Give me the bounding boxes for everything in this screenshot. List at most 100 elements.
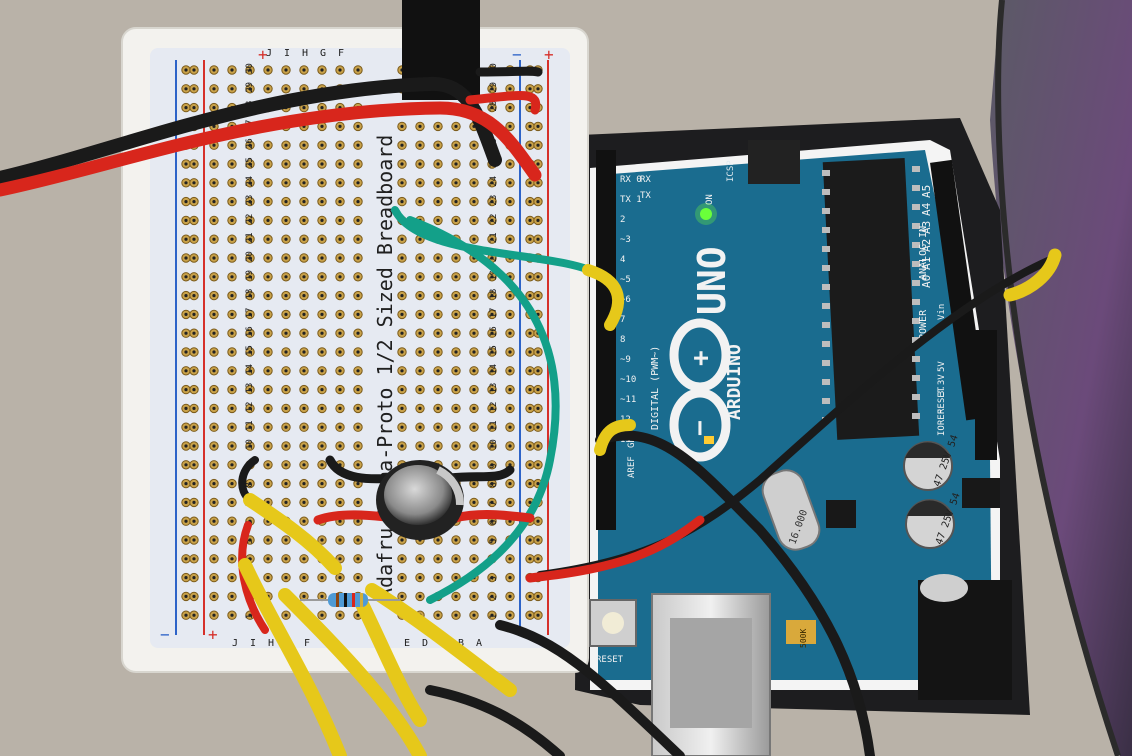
- breadboard-hole-center: [320, 143, 324, 147]
- breadboard-hole-center: [266, 350, 270, 354]
- breadboard-hole-center: [356, 369, 360, 373]
- breadboard-hole-center: [284, 237, 288, 241]
- power-label: POWER: [918, 309, 929, 340]
- column-letter-top: H: [302, 48, 308, 59]
- breadboard-hole-center: [508, 388, 512, 392]
- breadboard-hole-center: [248, 331, 252, 335]
- breadboard-hole-center: [454, 576, 458, 580]
- row-number-left: 12: [245, 402, 255, 413]
- breadboard-hole-center: [184, 538, 188, 542]
- breadboard-hole-center: [338, 312, 342, 316]
- power-cable-red-wire: [0, 101, 542, 197]
- breadboard-hole-center: [536, 463, 540, 467]
- breadboard-hole-center: [472, 425, 476, 429]
- breadboard-hole-center: [472, 294, 476, 298]
- breadboard-hole-center: [212, 200, 216, 204]
- breadboard-hole-center: [184, 162, 188, 166]
- breadboard-hole-center: [248, 87, 252, 91]
- breadboard-hole-center: [490, 406, 494, 410]
- breadboard-hole-center: [454, 369, 458, 373]
- breadboard-hole-center: [356, 256, 360, 260]
- row-number-right: 13: [489, 383, 499, 394]
- breadboard-hole-center: [536, 482, 540, 486]
- breadboard-hole-center: [302, 425, 306, 429]
- breadboard-hole-center: [248, 181, 252, 185]
- breadboard-hole-center: [192, 87, 196, 91]
- breadboard-hole-center: [320, 482, 324, 486]
- breadboard-hole-center: [192, 218, 196, 222]
- breadboard-hole-center: [302, 576, 306, 580]
- digital-label: DIGITAL (PWM~): [650, 346, 661, 430]
- breadboard-hole-center: [184, 331, 188, 335]
- fuse: [786, 620, 816, 644]
- chip-pin: [912, 242, 920, 248]
- breadboard-hole-center: [230, 388, 234, 392]
- breadboard-hole-center: [338, 124, 342, 128]
- breadboard-hole-center: [454, 256, 458, 260]
- breadboard-hole-center: [400, 576, 404, 580]
- breadboard-hole-center: [302, 162, 306, 166]
- breadboard-hole-center: [284, 256, 288, 260]
- black-jumper-top: [475, 66, 543, 77]
- breadboard-hole-center: [212, 181, 216, 185]
- breadboard-hole-center: [454, 124, 458, 128]
- breadboard-hole-center: [320, 181, 324, 185]
- breadboard-hole-center: [528, 294, 532, 298]
- breadboard-hole-center: [320, 406, 324, 410]
- breadboard-hole-center: [230, 482, 234, 486]
- breadboard-hole-center: [230, 181, 234, 185]
- svg-text:−: −: [685, 420, 715, 436]
- breadboard-hole-center: [212, 218, 216, 222]
- breadboard-hole-center: [454, 275, 458, 279]
- breadboard-hole-center: [230, 576, 234, 580]
- chip-pin: [822, 227, 830, 233]
- breadboard-hole-center: [302, 594, 306, 599]
- breadboard-hole-center: [400, 200, 404, 204]
- aref-label: AREF: [627, 456, 637, 478]
- digital-pin-label: ~9: [620, 355, 631, 365]
- row-number-left: 29: [245, 82, 255, 93]
- digital-pin-label: 7: [620, 315, 625, 325]
- breadboard-hole-center: [302, 200, 306, 204]
- breadboard-hole-center: [418, 312, 422, 316]
- reset-pin-label: RESET: [937, 386, 947, 414]
- breadboard-hole-center: [528, 87, 532, 91]
- row-number-right: 19: [489, 270, 499, 281]
- black-wire-bottom-2: [425, 685, 565, 756]
- column-letter-bottom: F: [304, 638, 310, 649]
- reset-button-cap[interactable]: [602, 612, 624, 634]
- breadboard-hole-center: [508, 181, 512, 185]
- power-header: [975, 330, 997, 460]
- digital-pin-label: ~3: [620, 235, 631, 245]
- row-number-right: 1: [489, 614, 499, 619]
- chip-pin: [822, 170, 830, 176]
- breadboard-hole-center: [266, 444, 270, 448]
- rail-plus-bottom-left: +: [208, 625, 218, 644]
- breadboard-hole-center: [284, 388, 288, 392]
- breadboard-hole-center: [536, 444, 540, 448]
- breadboard-hole-center: [490, 87, 494, 91]
- breadboard-hole-center: [266, 557, 270, 561]
- breadboard-hole-center: [436, 350, 440, 354]
- column-letter-top: G: [320, 48, 326, 59]
- breadboard-hole-center: [248, 312, 252, 316]
- breadboard-hole-center: [284, 143, 288, 147]
- breadboard-hole-center: [400, 294, 404, 298]
- breadboard-hole-center: [184, 350, 188, 354]
- breadboard-hole-center: [490, 613, 494, 617]
- breadboard-hole-center: [508, 576, 512, 580]
- analog-pin-label: A5: [920, 185, 933, 198]
- row-number-right: 5: [489, 539, 499, 544]
- breadboard-hole-center: [284, 463, 288, 467]
- breadboard-hole-center: [320, 275, 324, 279]
- breadboard-hole-center: [284, 538, 288, 542]
- breadboard-hole-center: [284, 200, 288, 204]
- row-number-right: 11: [489, 420, 499, 431]
- breadboard-hole-center: [184, 613, 188, 617]
- row-number-right: 23: [489, 195, 499, 206]
- breadboard-hole-center: [338, 369, 342, 373]
- breadboard-hole-center: [266, 312, 270, 316]
- green-wire: [391, 206, 604, 604]
- breadboard-hole-center: [454, 444, 458, 448]
- breadboard-hole-center: [356, 68, 360, 72]
